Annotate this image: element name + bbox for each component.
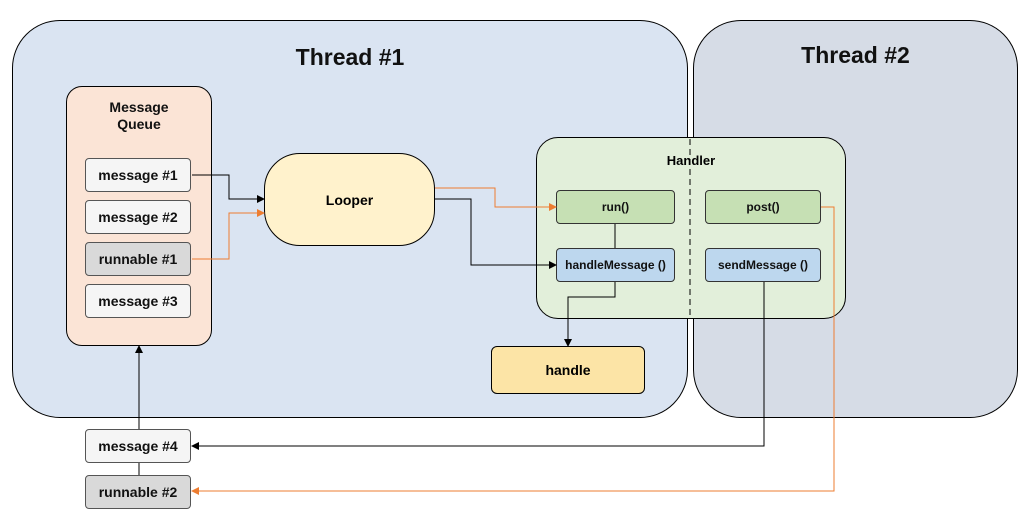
incoming-message-4[interactable]: message #4	[85, 429, 191, 463]
message-queue-title-line1: Message	[109, 99, 169, 115]
message-queue-title: Message Queue	[66, 99, 212, 133]
handler-container	[536, 137, 846, 319]
thread-2-title: Thread #2	[801, 42, 910, 68]
message-queue-title-line2: Queue	[117, 116, 161, 132]
handler-title: Handler	[666, 153, 716, 168]
queue-item-message-3[interactable]: message #3	[85, 284, 191, 318]
run-method[interactable]: run()	[556, 190, 675, 224]
thread-1-title: Thread #1	[295, 44, 405, 70]
arrow-message1-to-looper	[192, 174, 265, 203]
arrow-looper-to-run	[435, 187, 557, 211]
arrow-runnable1-to-looper	[192, 209, 265, 260]
handle-node[interactable]: handle	[491, 346, 645, 394]
handle-message-method[interactable]: handleMessage ()	[556, 248, 675, 282]
arrow-sendmessage-to-message4	[191, 282, 765, 450]
queue-item-message-2[interactable]: message #2	[85, 200, 191, 234]
queue-item-message-1[interactable]: message #1	[85, 158, 191, 192]
queue-item-runnable-1[interactable]: runnable #1	[85, 242, 191, 276]
incoming-runnable-2[interactable]: runnable #2	[85, 475, 191, 509]
post-method[interactable]: post()	[705, 190, 821, 224]
arrow-post-to-runnable2	[191, 206, 835, 495]
arrow-handlemessage-to-handle	[564, 282, 616, 347]
send-message-method[interactable]: sendMessage ()	[705, 248, 821, 282]
arrow-looper-to-handlemessage	[435, 198, 557, 269]
